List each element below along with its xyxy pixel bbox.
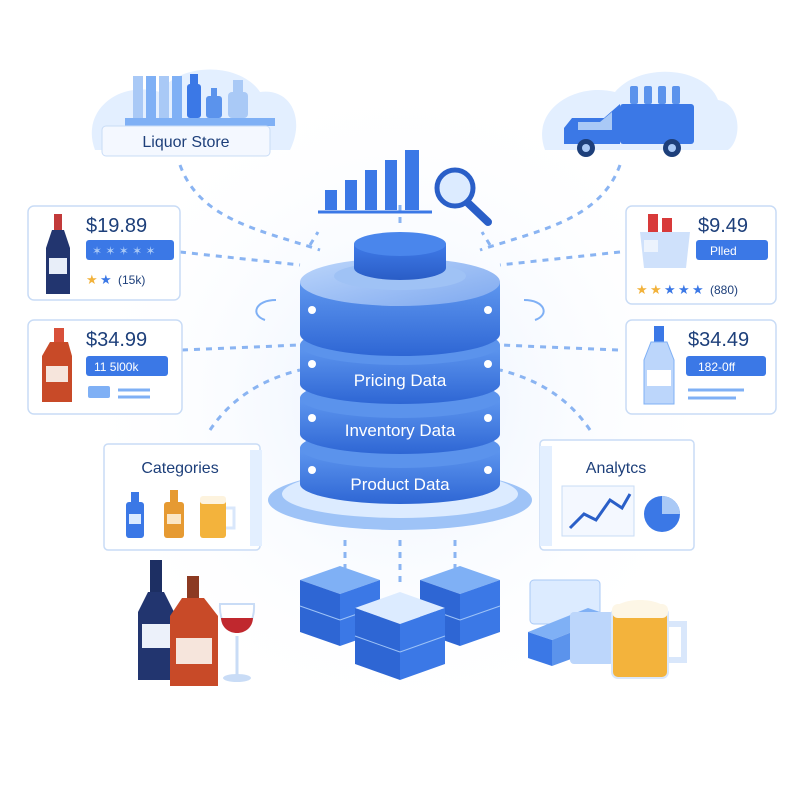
product-badge xyxy=(86,356,168,376)
rating-count: (15k) xyxy=(118,273,145,287)
star-icon: ★ xyxy=(636,282,648,297)
product-price: $9.49 xyxy=(698,215,748,237)
star-icon: ★ xyxy=(100,272,112,287)
categories-title: Categories xyxy=(141,460,218,477)
svg-text:✶ ✶ ✶ ✶ ✶: ✶ ✶ ✶ ✶ ✶ xyxy=(92,244,156,258)
bottles-group xyxy=(138,560,256,686)
product-badge-text: Plled xyxy=(710,244,737,258)
product-badge xyxy=(686,356,766,376)
rating-stars: ✶ ✶ ✶ ✶ ✶ xyxy=(92,244,156,258)
analytics-panel[interactable]: Analytcs xyxy=(539,439,695,551)
product-price: $19.89 xyxy=(86,215,147,237)
product-badge-text: 11 5l00k xyxy=(94,360,139,374)
product-card-right-top[interactable]: $9.49 Plled ★ ★ ★ ★ ★ (880) xyxy=(625,205,777,305)
categories-panel[interactable]: Categories xyxy=(103,443,262,551)
delivery-truck-badge xyxy=(542,71,738,157)
whisky-bottle-icon xyxy=(42,328,72,402)
product-badge-text: 182-0ff xyxy=(698,360,736,374)
wine-bottle-icon xyxy=(138,560,174,680)
database-top xyxy=(300,232,500,356)
star-icon: ★ xyxy=(650,282,662,297)
bottle-amber-icon xyxy=(164,490,184,538)
tag-icon xyxy=(88,386,110,398)
beer-mug-icon xyxy=(611,600,687,679)
liquor-store-label: Liquor Store xyxy=(142,134,229,151)
crates-beer-group xyxy=(528,579,687,679)
bottle-blue-icon xyxy=(126,492,144,538)
star-icon: ★ xyxy=(692,282,704,297)
server-blocks xyxy=(299,566,501,680)
pie-chart-icon xyxy=(644,496,680,532)
rating-count: (880) xyxy=(710,283,738,297)
product-card-left-bottom[interactable]: $34.99 11 5l00k xyxy=(27,319,183,415)
layer-label-product: Product Data xyxy=(350,475,450,494)
ice-bucket-icon xyxy=(640,214,690,268)
beer-mug-icon xyxy=(200,496,236,538)
product-badge xyxy=(696,240,768,260)
layer-label-pricing: Pricing Data xyxy=(354,371,447,390)
product-card-right-bottom[interactable]: $34.49 182-0ff xyxy=(625,319,777,415)
database-stack: Product Data Inventory Data Pricing Data xyxy=(255,232,545,530)
line-chart-icon xyxy=(568,493,632,530)
product-price: $34.49 xyxy=(688,329,749,351)
wine-glass-icon xyxy=(218,603,256,682)
product-card-left-top[interactable]: $19.89 ✶ ✶ ✶ ✶ ✶ ★ ★ (15k) xyxy=(27,205,181,301)
whisky-bottle-icon xyxy=(170,576,218,686)
bar-chart-magnifier-icon xyxy=(318,150,492,226)
analytics-title: Analytcs xyxy=(586,460,646,477)
connector-lines xyxy=(178,164,622,585)
star-icon: ★ xyxy=(678,282,690,297)
wine-bottle-icon xyxy=(46,214,70,294)
delivery-truck-icon xyxy=(564,86,694,157)
layer-label-inventory: Inventory Data xyxy=(345,421,456,440)
product-badge xyxy=(86,240,174,260)
product-price: $34.99 xyxy=(86,329,147,351)
star-icon: ★ xyxy=(664,282,676,297)
liquor-store-shelf-icon xyxy=(125,74,275,126)
liquor-store-badge: Liquor Store xyxy=(91,69,297,157)
star-icon: ★ xyxy=(86,272,98,287)
vodka-bottle-icon xyxy=(643,326,675,405)
